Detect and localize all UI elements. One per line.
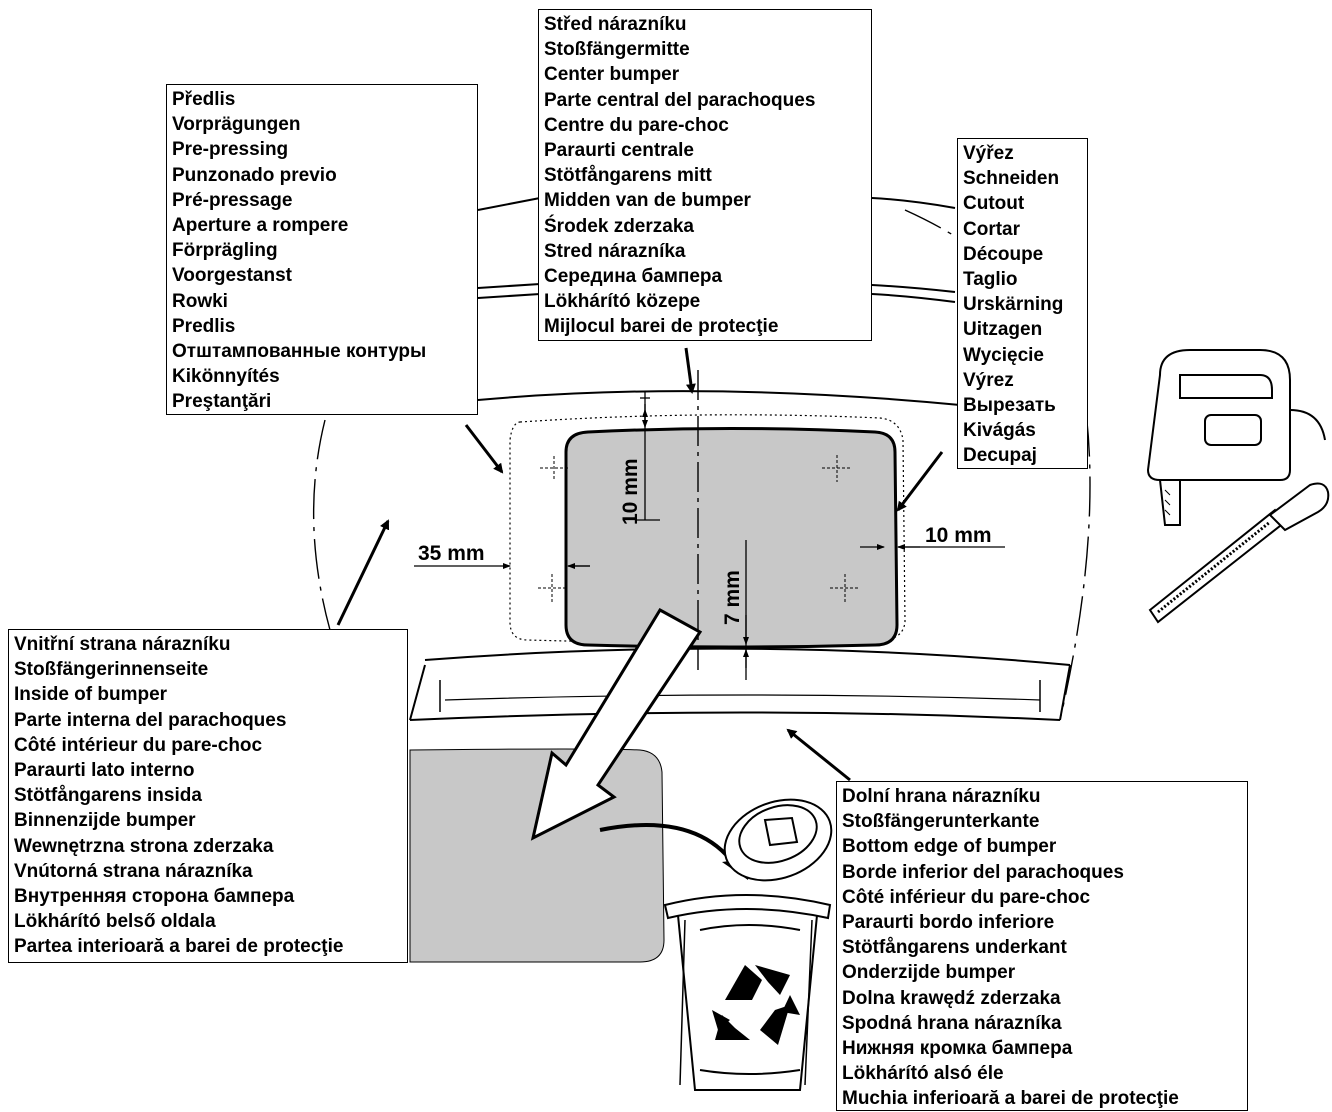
dimension-bottom-gap: 7 mm [721,570,744,625]
label-line: Paraurti bordo inferiore [842,912,1055,934]
cutout-area [564,427,899,649]
label-line: Kivágás [963,420,1036,442]
label-line: Lökhárító belső oldala [14,911,216,933]
label-line: Stötfångarens insida [14,785,202,807]
label-line: Uitzagen [963,319,1043,341]
label-line: Вырезать [963,395,1056,417]
label-line: Binnenzijde bumper [14,810,196,832]
label-line: Vnitřní strana nárazníku [14,634,231,655]
label-line: Parte central del parachoques [544,89,816,111]
inside-bumper-label: Vnitřní strana nárazníku Stoßfängerinnen… [8,629,408,963]
center-bumper-label: Střed nárazníku Stoßfängermitte Center b… [538,9,872,341]
label-line: Decupaj [963,445,1037,467]
label-line: Côté intérieur du pare-choc [14,734,263,756]
label-line: Förprägling [172,240,278,262]
label-line: Pre-pressing [172,139,289,161]
label-line: Spodná hrana nárazníka [842,1012,1062,1034]
label-line: Stoßfängerunterkante [842,811,1040,833]
label-line: Taglio [963,269,1018,291]
jigsaw-icon [1146,349,1326,526]
crosshair-marks [538,455,860,604]
label-line: Partea interioară a barei de protecţie [14,936,344,958]
pre-pressing-label: Předlis Vorprägungen Pre-pressing Punzon… [166,84,478,415]
removed-piece [409,748,665,963]
bumper-edges [409,197,1071,721]
label-line: Lökhárító közepe [544,291,701,313]
dimension-top-gap: 10 mm [619,458,642,525]
label-line: Wewnętrzna strona zderzaka [14,835,274,857]
label-line: Muchia inferioară a barei de protecţie [842,1088,1179,1110]
label-line: Urskärning [963,294,1064,316]
label-line: Vnútorná strana nárazníka [14,860,253,882]
label-line: Center bumper [544,64,680,86]
cutout-label: Výřez Schneiden Cutout Cortar Découpe Ta… [957,138,1088,469]
label-line: Předlis [172,89,236,110]
dimension-side-gap: 35 mm [418,542,485,565]
label-line: Preştanţări [172,391,272,413]
file-tool-icon [1148,482,1330,624]
leader-arrows [336,347,944,782]
label-line: Côté inférieur du pare-choc [842,886,1091,908]
label-line: Midden van de bumper [544,190,751,212]
label-line: Onderzijde bumper [842,962,1016,984]
label-line: Stoßfängermitte [544,39,690,61]
label-line: Mijlocul barei de protecţie [544,316,779,338]
label-line: Kikönnyítés [172,366,280,388]
label-line: Wycięcie [963,344,1044,366]
label-line: Punzonado previo [172,164,337,186]
bottom-edge-label: Dolní hrana nárazníku Stoßfängerunterkan… [836,781,1248,1111]
label-line: Découpe [963,243,1044,265]
label-line: Predlis [172,315,236,337]
recycle-symbol-icon [712,965,800,1045]
label-line: Schneiden [963,168,1060,190]
label-line: Výřez [963,143,1014,164]
label-line: Borde inferior del parachoques [842,861,1124,883]
label-line: Stötfångarens mitt [544,165,712,187]
discard-arrow-icon [530,607,703,841]
label-line: Stötfångarens underkant [842,937,1067,959]
label-line: Нижняя кромка бампера [842,1038,1073,1060]
label-line: Parte interna del parachoques [14,709,287,731]
label-line: Střed nárazníku [544,14,687,35]
label-line: Внутренняя сторона бампера [14,886,295,908]
label-line: Pré-pressage [172,189,293,211]
label-line: Aperture a rompere [172,215,349,237]
label-line: Środek zderzaka [544,215,694,237]
label-line: Stoßfängerinnenseite [14,659,209,681]
label-line: Dolna krawędź zderzaka [842,987,1061,1009]
label-line: Lökhárító alsó éle [842,1063,1004,1085]
dimension-lines [414,392,1005,680]
label-line: Centre du pare-choc [544,114,729,136]
label-line: Середина бампера [544,266,723,288]
label-line: Paraurti centrale [544,140,694,162]
label-line: Inside of bumper [14,684,168,706]
label-line: Stred nárazníka [544,240,686,262]
label-line: Rowki [172,290,228,312]
label-line: Cutout [963,193,1025,215]
label-line: Cortar [963,218,1021,240]
label-line: Voorgestanst [172,265,293,287]
dimension-right-gap: 10 mm [925,524,992,547]
label-line: Отштампованные контуры [172,341,427,363]
label-line: Dolní hrana nárazníku [842,786,1041,807]
label-line: Bottom edge of bumper [842,836,1057,858]
label-line: Paraurti lato interno [14,760,195,782]
label-line: Vorprägungen [172,114,301,136]
label-line: Výrez [963,369,1014,391]
